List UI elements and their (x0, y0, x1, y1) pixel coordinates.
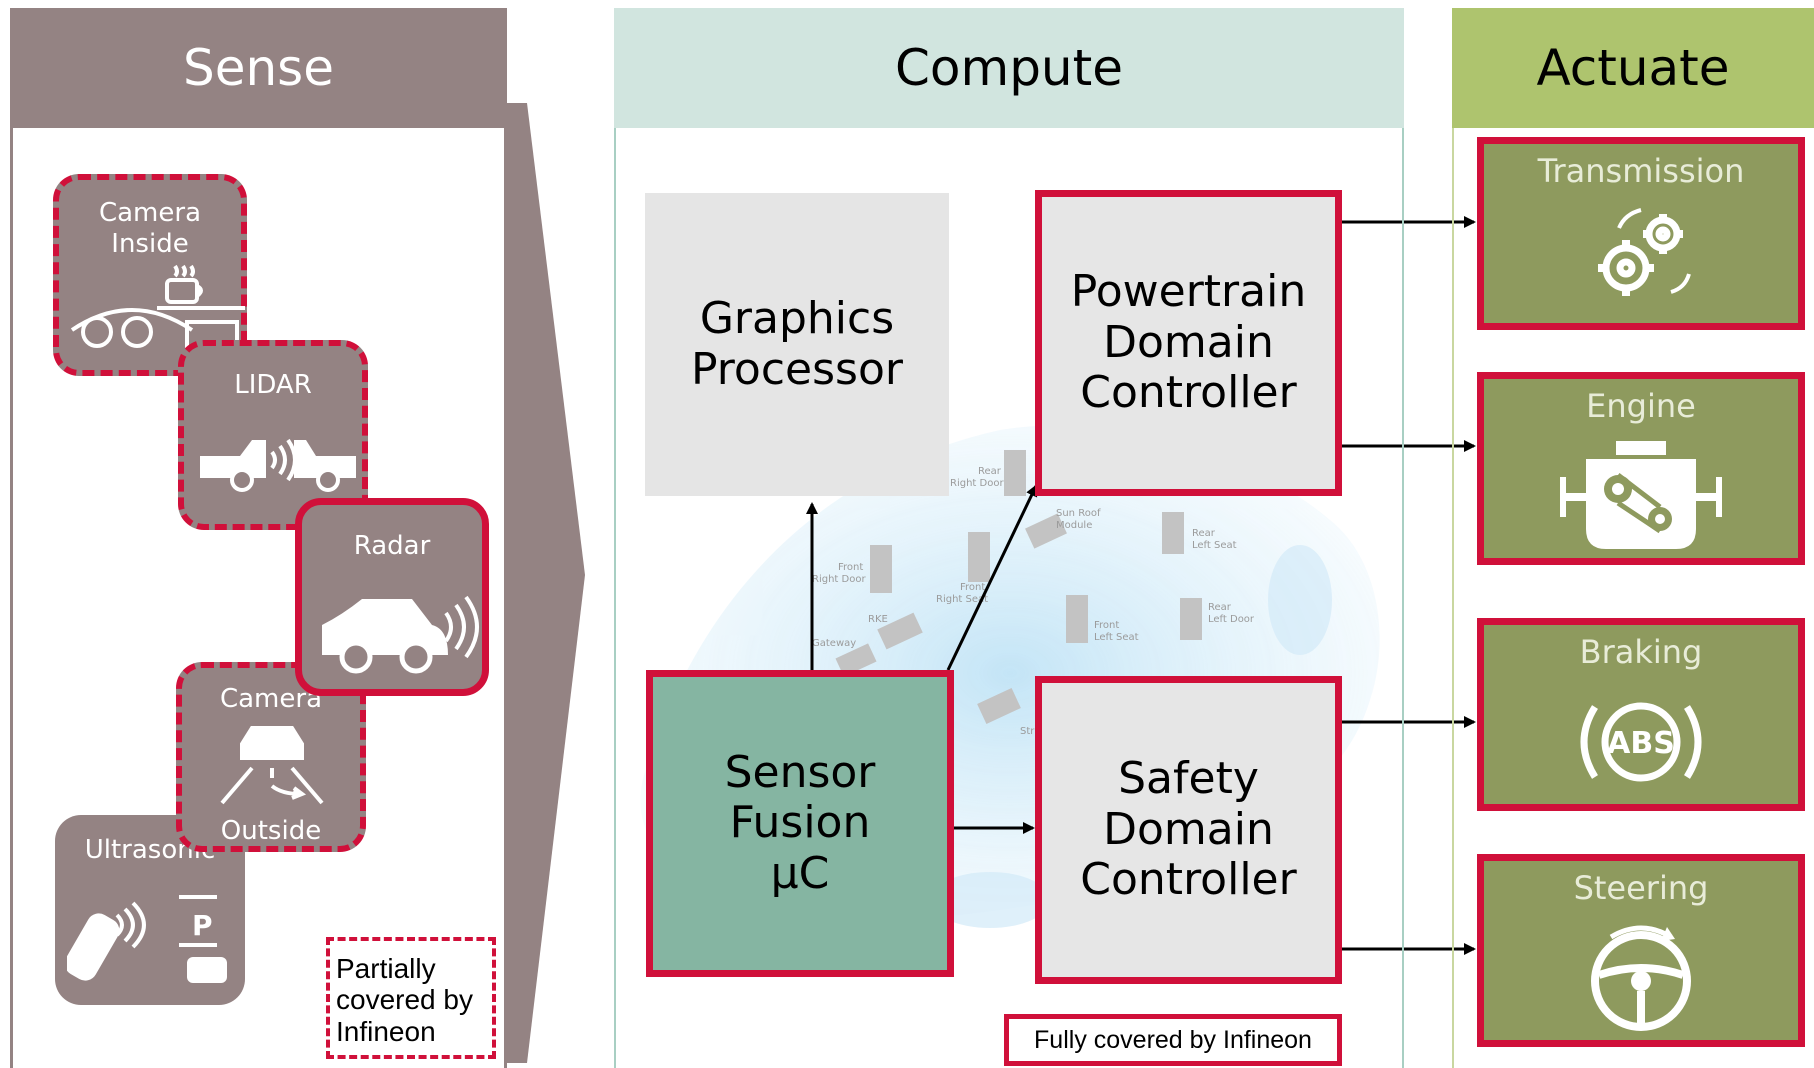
car-radar-icon (322, 595, 479, 674)
svg-text:Right Seat: Right Seat (936, 594, 988, 605)
svg-text:ABS: ABS (1607, 726, 1675, 761)
svg-text:Right Door: Right Door (812, 574, 866, 585)
svg-text:Right Door: Right Door (950, 478, 1004, 489)
svg-text:Rear: Rear (978, 466, 1002, 477)
legend-partially-covered: Partially covered by Infineon (326, 937, 496, 1059)
abs-icon: ABS (1580, 702, 1702, 782)
sense-header: Sense (10, 8, 507, 128)
svg-text:Sun Roof: Sun Roof (1056, 508, 1101, 519)
actuator-label: Transmission (1537, 152, 1745, 190)
graphics-processor-block: Graphics Processor (645, 193, 949, 496)
svg-text:Rear: Rear (1192, 528, 1216, 539)
steering-wheel-icon (1591, 925, 1691, 1031)
actuator-label: Braking (1579, 633, 1703, 671)
sensor-fusion-block: Sensor Fusion µC (646, 670, 954, 977)
svg-text:Module: Module (1056, 520, 1092, 531)
svg-text:P: P (192, 909, 213, 942)
svg-text:Left Seat: Left Seat (1094, 632, 1139, 643)
sensor-label: LIDAR (234, 370, 312, 400)
gears-icon (1598, 208, 1691, 296)
parking-icon: P (67, 895, 227, 983)
car-road-icon (220, 726, 324, 805)
cars-signal-icon (200, 438, 356, 492)
legend-fully-covered: Fully covered by Infineon (1004, 1014, 1342, 1066)
actuator-label: Steering (1573, 869, 1709, 907)
actuator-label: Engine (1586, 387, 1696, 425)
svg-text:Front: Front (1094, 620, 1119, 631)
safety-domain-controller-block: Safety Domain Controller (1035, 676, 1342, 984)
flow-chevron-shape (507, 103, 585, 1063)
powertrain-domain-controller-block: Powertrain Domain Controller (1035, 190, 1342, 496)
svg-text:Left Seat: Left Seat (1192, 540, 1237, 551)
actuator-engine: Engine (1477, 372, 1805, 565)
sensor-label: Camera Inside (98, 198, 202, 260)
actuator-transmission: Transmission (1477, 137, 1805, 330)
compute-header: Compute (614, 8, 1404, 128)
actuate-header: Actuate (1452, 8, 1814, 128)
actuator-steering: Steering (1477, 854, 1805, 1047)
svg-text:Front: Front (960, 582, 985, 593)
sensor-radar: Radar (295, 498, 489, 696)
sense-panel (10, 128, 507, 1068)
svg-text:RKE: RKE (868, 614, 888, 625)
svg-text:Rear: Rear (1208, 602, 1232, 613)
actuate-panel (1452, 128, 1814, 1068)
svg-text:Left Door: Left Door (1208, 614, 1255, 625)
svg-text:Front: Front (838, 562, 863, 573)
svg-text:Gateway: Gateway (812, 638, 856, 649)
sensor-label: Radar (353, 531, 431, 561)
svg-text:Str: Str (1020, 726, 1035, 737)
compute-panel (614, 128, 1404, 1068)
dashboard-cup-icon (70, 264, 245, 364)
actuator-braking: Braking ABS (1477, 618, 1805, 811)
engine-icon (1560, 441, 1722, 549)
connector-fusion-to-powertrain (946, 484, 1038, 671)
sensor-label-bottom: Outside (220, 816, 322, 846)
